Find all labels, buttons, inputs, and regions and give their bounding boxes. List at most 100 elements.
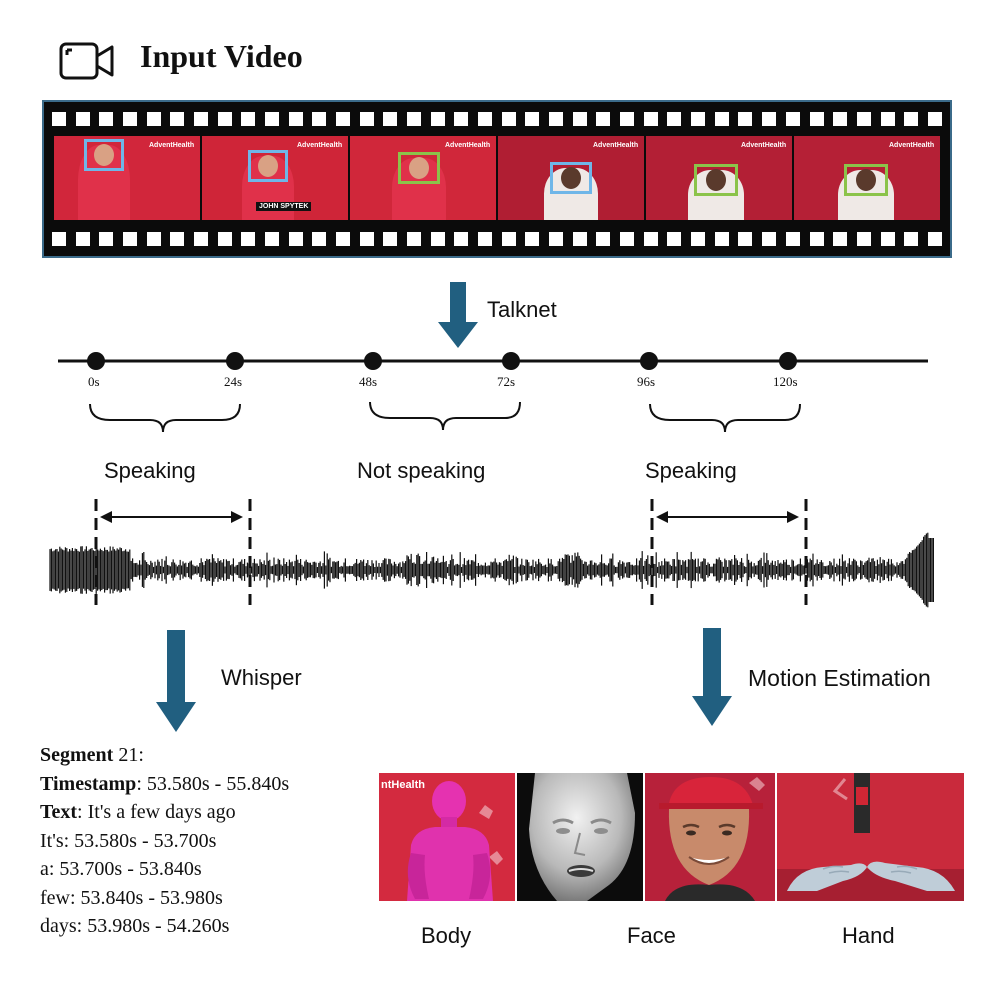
film-hole [880, 112, 895, 126]
film-hole [288, 112, 303, 126]
video-frame: AdventHealth [646, 136, 792, 220]
film-hole [501, 232, 516, 246]
speaker-face [561, 167, 581, 189]
film-hole [75, 232, 90, 246]
tick-label: 96s [637, 374, 656, 389]
face-mesh-image [517, 773, 643, 901]
hand-estimation-image [777, 773, 964, 901]
film-hole [170, 112, 185, 126]
timeline [58, 352, 928, 433]
film-hole [336, 112, 351, 126]
film-hole [99, 112, 114, 126]
banner-text: AdventHealth [149, 142, 195, 149]
page-title: Input Video [140, 38, 303, 74]
word-timing: It's: 53.580s - 53.700s [40, 829, 217, 852]
film-hole [241, 232, 256, 246]
tick-label: 120s [773, 374, 798, 389]
banner-text: ntHealth [381, 779, 425, 791]
face-bounding-box [248, 150, 288, 182]
timeline-dot [502, 352, 520, 370]
body-mesh-figure [407, 781, 503, 901]
banner-text: AdventHealth [445, 142, 491, 149]
film-hole [265, 232, 280, 246]
film-hole [762, 232, 777, 246]
film-hole [430, 232, 445, 246]
film-hole [359, 232, 374, 246]
film-perforations-top [52, 112, 942, 126]
film-hole [667, 112, 682, 126]
film-hole [312, 232, 327, 246]
segment-line: Segment 21: [40, 744, 144, 766]
film-hole [170, 232, 185, 246]
word-timing: a: 53.700s - 53.840s [40, 858, 202, 880]
body-estimation-image: ntHealth [379, 773, 515, 901]
film-hole [123, 112, 138, 126]
speaker-face [94, 144, 114, 166]
face-bounding-box [398, 152, 440, 184]
banner-text: AdventHealth [741, 142, 787, 149]
film-hole [549, 112, 564, 126]
film-hole [785, 112, 800, 126]
film-hole [738, 112, 753, 126]
brace-speaking-2 [649, 403, 801, 433]
film-hole [52, 112, 66, 126]
speaker-face [409, 157, 429, 179]
film-hole [880, 232, 895, 246]
brace-speaking-1 [89, 403, 241, 433]
film-hole [241, 112, 256, 126]
film-hole [643, 112, 658, 126]
transcript-block: Segment 21: Timestamp: 53.580s - 55.840s… [40, 741, 289, 941]
film-hole [833, 232, 848, 246]
film-hole [549, 232, 564, 246]
film-hole [478, 112, 493, 126]
film-hole [146, 112, 161, 126]
film-hole [809, 232, 824, 246]
body-caption: Body [421, 923, 472, 948]
banner-text: AdventHealth [889, 142, 935, 149]
text-line: Text: It's a few days ago [40, 801, 236, 823]
segment-label-speaking: Speaking [645, 458, 737, 483]
film-hole [383, 232, 398, 246]
hand-mesh-figure [777, 773, 964, 901]
word-timing: days: 53.980s - 54.260s [40, 915, 230, 937]
face-mesh-render [529, 773, 635, 901]
tick-label: 0s [88, 374, 100, 389]
film-hole [478, 232, 493, 246]
waveform-bars [49, 532, 935, 608]
audio-waveform [49, 499, 935, 608]
film-hole [714, 232, 729, 246]
film-hole [667, 232, 682, 246]
tick-label: 72s [497, 374, 516, 389]
film-hole [904, 112, 919, 126]
down-arrow-whisper [156, 630, 196, 732]
film-perforations-bottom [52, 232, 942, 246]
film-hole [738, 232, 753, 246]
film-hole [99, 232, 114, 246]
film-hole [217, 232, 232, 246]
film-hole [620, 112, 635, 126]
face-bounding-box [550, 162, 592, 194]
speaker-face [258, 155, 278, 177]
timeline-dot [640, 352, 658, 370]
segment-label-speaking: Speaking [104, 458, 196, 483]
film-hole [691, 232, 706, 246]
film-hole [904, 232, 919, 246]
video-frame: AdventHealth [54, 136, 200, 220]
film-hole [596, 232, 611, 246]
film-hole [217, 112, 232, 126]
film-hole [596, 112, 611, 126]
film-hole [312, 112, 327, 126]
word-timing: few: 53.840s - 53.980s [40, 886, 223, 909]
film-hole [714, 112, 729, 126]
film-hole [265, 112, 280, 126]
film-hole [572, 112, 587, 126]
name-caption: JOHN SPYTEK [256, 202, 312, 211]
tick-label: 24s [224, 374, 243, 389]
film-hole [927, 112, 942, 126]
talknet-label: Talknet [487, 297, 557, 322]
speaker-face [856, 169, 876, 191]
face-bounding-box [84, 139, 124, 171]
speaker-face [706, 169, 726, 191]
video-frame: AdventHealth [794, 136, 940, 220]
